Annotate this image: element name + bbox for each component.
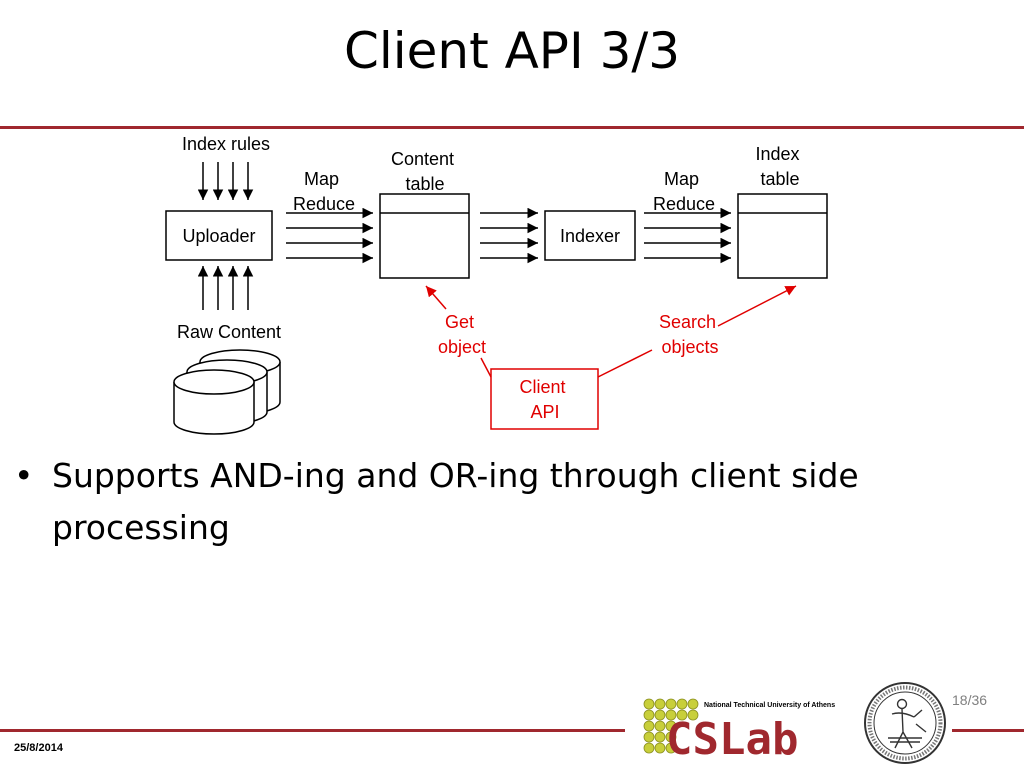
- university-seal-icon: [864, 682, 946, 764]
- slide-date: 25/8/2014: [14, 742, 63, 754]
- content-table-box: [379, 193, 470, 279]
- map-reduce-arrows-1: [286, 207, 373, 264]
- indexer-box: [544, 210, 636, 261]
- cslab-wordmark: CSLab: [666, 714, 798, 758]
- bullet-text: Supports AND-ing and OR-ing through clie…: [52, 456, 859, 547]
- client-api-box: [490, 368, 599, 430]
- bullet-point: • Supports AND-ing and OR-ing through cl…: [14, 450, 1004, 554]
- database-icon: [173, 349, 281, 435]
- raw-content-arrows: [197, 266, 254, 310]
- client-api-connectors: [425, 285, 797, 378]
- title-divider: [0, 126, 1024, 129]
- indexer-label: Indexer: [560, 226, 620, 246]
- index-table-label: Index table: [755, 144, 804, 189]
- page-number: 18/36: [952, 692, 988, 708]
- logo-dots-icon: [643, 698, 699, 754]
- uploader-label: Uploader: [182, 226, 255, 246]
- architecture-diagram: Index rules Uploader Raw Content Map Red…: [165, 134, 828, 435]
- uploader-box: [165, 210, 273, 261]
- index-rules-arrows: [197, 162, 254, 200]
- map-reduce-label-1: Map Reduce: [293, 169, 355, 214]
- footer-divider-left: [0, 729, 625, 732]
- search-objects-label: Search objects: [659, 312, 721, 357]
- index-rules-label: Index rules: [182, 134, 270, 154]
- university-name: National Technical University of Athens: [704, 702, 835, 709]
- slide-title: Client API 3/3: [343, 22, 681, 80]
- index-table-box: [737, 193, 828, 279]
- map-reduce-label-2: Map Reduce: [653, 169, 715, 214]
- indexer-input-arrows: [480, 207, 538, 264]
- raw-content-label: Raw Content: [177, 322, 281, 342]
- map-reduce-arrows-2: [644, 207, 731, 264]
- client-api-label: Client API: [519, 377, 570, 422]
- footer-divider-right: [952, 729, 1024, 732]
- get-object-label: Get object: [438, 312, 486, 357]
- cslab-logo: National Technical University of Athens …: [643, 698, 835, 758]
- content-table-label: Content table: [391, 149, 459, 194]
- bullet-dot: •: [14, 456, 34, 495]
